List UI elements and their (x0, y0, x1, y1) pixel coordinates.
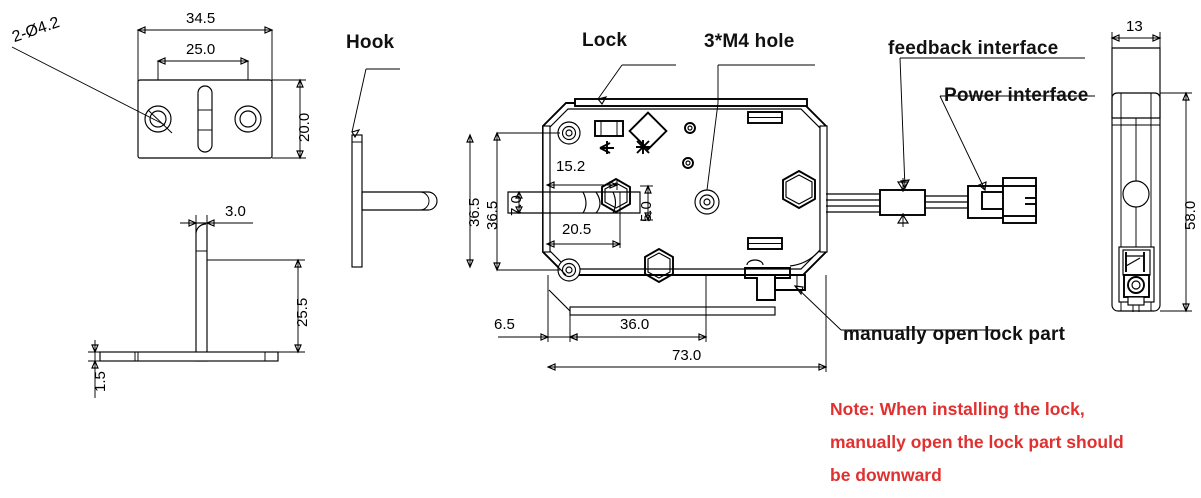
label-hook: Hook (346, 32, 395, 53)
dim-lock-left-edge: 6.5 (494, 316, 515, 333)
lock-body-side-view (1110, 32, 1192, 313)
lock-body-front-view (493, 64, 1000, 372)
label-lock: Lock (582, 30, 628, 51)
dim-bolt-length: 20.5 (562, 221, 592, 238)
label-feedback-interface: feedback interface (888, 38, 1059, 59)
dim-striker-thickness: 3.0 (225, 203, 246, 220)
label-manual-open: manually open lock part (843, 324, 1066, 345)
dim-bolt-tip: 5.0 (638, 201, 655, 222)
dim-lock-body-height: 36.5 (484, 200, 501, 230)
note-line-1: Note: When installing the lock, (830, 399, 1085, 419)
dim-striker-width: 34.5 (186, 10, 216, 27)
hook-view (351, 68, 474, 269)
label-power-interface: Power interface (944, 85, 1089, 106)
striker-plate-side-view (88, 215, 305, 398)
striker-plate-front-view (11, 26, 306, 160)
dim-lock-mid-width: 36.0 (620, 316, 650, 333)
dim-hook-height: 36.5 (466, 197, 483, 227)
dim-lock-side-height: 58.0 (1182, 200, 1199, 230)
feedback-connector (879, 189, 926, 216)
note-line-2: manually open the lock part should (830, 432, 1124, 452)
dim-striker-base-thickness: 1.5 (92, 371, 109, 392)
dim-bolt-offset: 15.2 (556, 158, 586, 175)
cable-assembly (826, 57, 1095, 227)
dim-striker-height: 20.0 (296, 112, 313, 142)
dim-bolt-height: 7.0 (508, 195, 525, 216)
dim-lock-overall-width: 73.0 (672, 347, 702, 364)
note-line-3: be downward (830, 465, 942, 485)
dim-striker-hole-spacing: 25.0 (186, 41, 216, 58)
dim-lock-side-thickness: 13 (1126, 18, 1143, 35)
label-m4-hole: 3*M4 hole (704, 31, 795, 52)
dim-striker-flange-height: 25.5 (294, 297, 311, 327)
